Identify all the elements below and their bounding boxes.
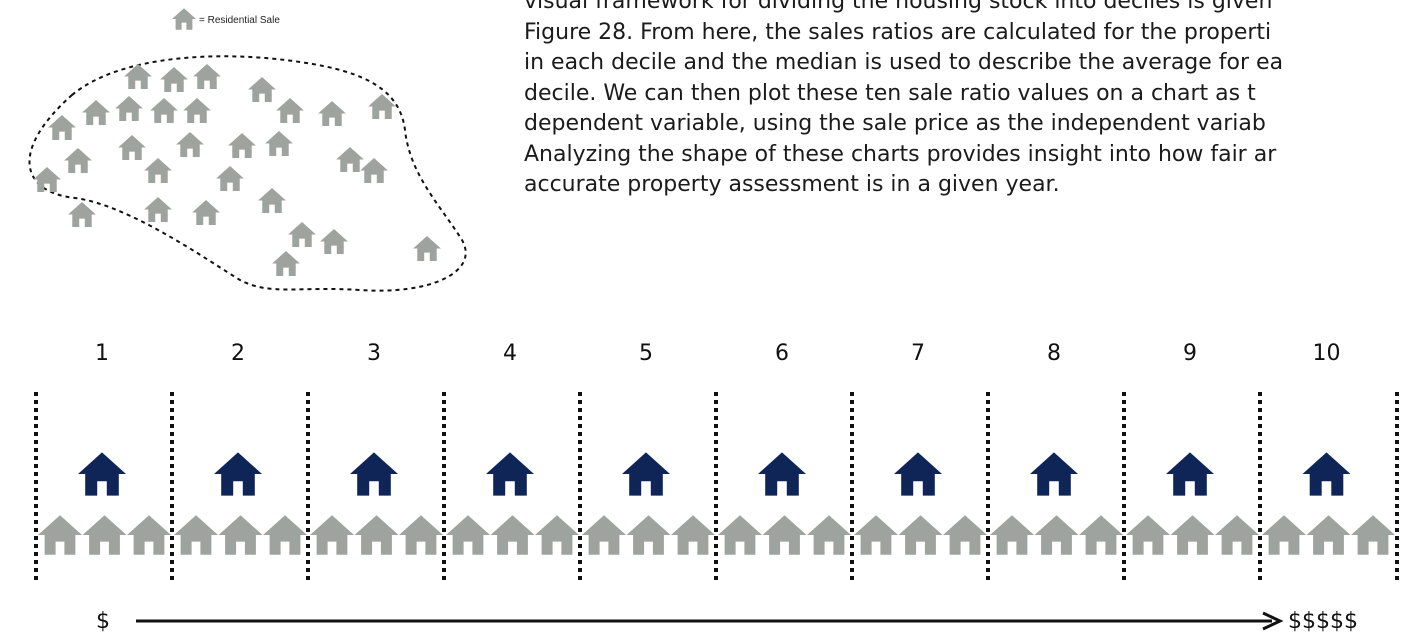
decile-label: 5: [639, 341, 653, 366]
house-icon: [160, 67, 188, 92]
house-icon: [265, 131, 293, 156]
paragraph-line: visual framework for dividing the housin…: [524, 0, 1273, 14]
paragraph-line: Figure 28. From here, the sales ratios a…: [524, 19, 1272, 45]
house-icon: [1126, 515, 1170, 555]
legend: = Residential Sale: [172, 8, 280, 30]
body-paragraph: visual framework for dividing the housin…: [524, 0, 1406, 201]
house-icon: [115, 96, 143, 121]
house-icon: [192, 200, 220, 225]
house-icon: [854, 515, 898, 555]
house-icon: [582, 515, 626, 555]
house-icon: [671, 515, 715, 555]
house-icon: [413, 236, 441, 261]
decile-label: 9: [1183, 341, 1197, 366]
house-icon: [1030, 452, 1078, 496]
house-icon: [318, 101, 346, 126]
paragraph-line: dependent variable, using the sale price…: [524, 111, 1266, 136]
house-icon: [193, 64, 221, 89]
house-icon: [1079, 515, 1123, 555]
house-icon: [258, 188, 286, 213]
arrow-right-icon: [1262, 611, 1284, 631]
house-icon: [150, 98, 178, 123]
decile-label: 3: [367, 341, 381, 366]
house-icon: [127, 515, 171, 555]
house-icon: [48, 115, 76, 140]
house-icon: [214, 452, 262, 496]
house-icon: [68, 202, 96, 227]
house-icon: [82, 100, 110, 125]
house-icon: [33, 167, 61, 192]
decile-label: 8: [1047, 341, 1061, 366]
house-icon: [1034, 515, 1079, 555]
house-icon: [354, 515, 399, 555]
neighborhood-houses: [33, 64, 441, 276]
house-icon: [118, 135, 146, 160]
house-icon: [176, 132, 204, 157]
house-icon: [622, 452, 670, 496]
house-icon: [38, 515, 82, 555]
house-icon: [350, 452, 398, 496]
house-icon: [288, 222, 316, 247]
paragraph-line: accurate property assessment is in a giv…: [524, 172, 1060, 197]
legend-label: = Residential Sale: [199, 15, 280, 26]
price-high-label: $$$$$: [1288, 609, 1358, 634]
house-icon: [486, 452, 534, 496]
house-icon: [446, 515, 490, 555]
house-icon: [78, 452, 126, 496]
house-icon: [360, 158, 388, 183]
house-icon: [336, 147, 364, 172]
paragraph-line: Analyzing the shape of these charts prov…: [524, 141, 1277, 167]
decile-labels: 1 2 3 4 5 6 7 8 9 10: [95, 341, 1341, 366]
paragraph-line: decile. We can then plot these ten sale …: [524, 80, 1256, 106]
neighborhood-boundary: [28, 55, 467, 292]
house-icon: [718, 515, 762, 555]
house-icon: [626, 515, 671, 555]
house-icon: [943, 515, 987, 555]
house-icon: [990, 515, 1034, 555]
decile-label: 2: [231, 341, 245, 366]
decile-label: 10: [1313, 341, 1341, 366]
decile-label: 1: [95, 341, 109, 366]
house-icon: [762, 515, 807, 555]
house-icon: [894, 452, 942, 496]
house-icon: [1306, 515, 1351, 555]
decile-label: 7: [911, 341, 925, 366]
house-icon: [898, 515, 943, 555]
price-low-label: $: [96, 609, 110, 634]
house-icon: [218, 515, 263, 555]
house-icon: [124, 64, 152, 89]
house-icon: [1302, 452, 1351, 496]
house-icon: [1351, 515, 1395, 555]
house-icon: [535, 515, 579, 555]
house-icon: [248, 77, 276, 102]
house-icon: [1170, 515, 1215, 555]
house-icon: [320, 229, 348, 254]
house-icon: [310, 515, 354, 555]
house-icon: [1262, 515, 1306, 555]
house-icon: [399, 515, 443, 555]
house-icon: [272, 251, 300, 276]
decile-label: 6: [775, 341, 789, 366]
decile-dividers: [34, 392, 1399, 580]
decile-label: 4: [503, 341, 517, 366]
house-icon: [174, 515, 218, 555]
house-icon: [144, 158, 172, 183]
house-icon: [183, 98, 211, 123]
house-icon: [82, 515, 127, 555]
house-icon: [1215, 515, 1259, 555]
house-icon: [490, 515, 535, 555]
house-icon: [1166, 452, 1214, 496]
paragraph-line: in each decile and the median is used to…: [524, 50, 1284, 75]
house-icon: [216, 166, 244, 191]
house-icon: [807, 515, 851, 555]
house-icon: [64, 148, 92, 173]
house-icon: [276, 98, 304, 123]
house-icon: [263, 515, 307, 555]
house-icon: [758, 452, 806, 496]
house-icon: [228, 133, 256, 158]
house-icon: [144, 197, 172, 222]
house-icon: [172, 8, 196, 30]
